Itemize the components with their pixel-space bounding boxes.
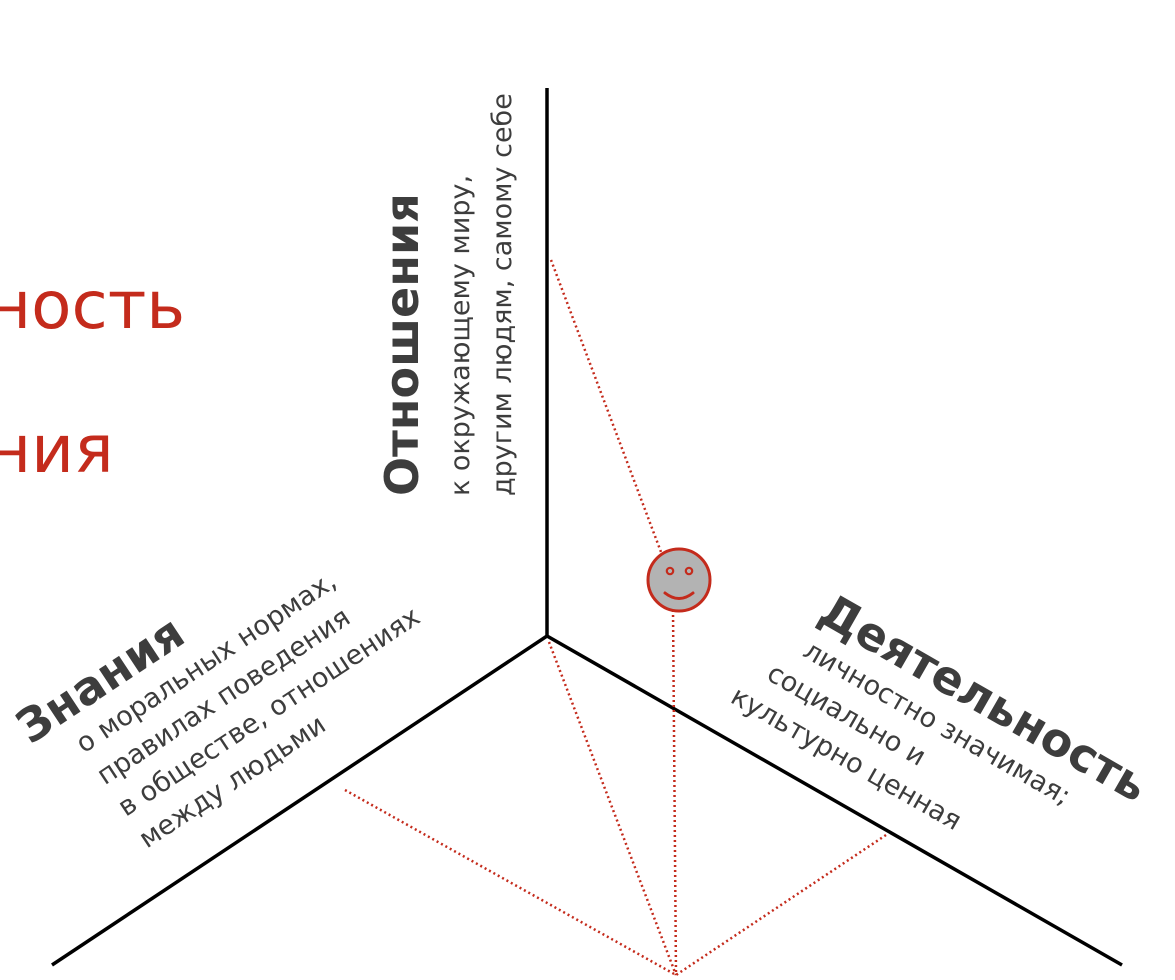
smiley-face-icon (646, 547, 712, 613)
projection-center (547, 641, 678, 976)
relations-desc-line-1: к окружающему миру, (445, 175, 476, 496)
heading-fragment-line1: ность (0, 267, 185, 344)
activity-label-group: Деятельность личностно значимая; социаль… (725, 583, 1157, 837)
relations-title: Отношения (375, 193, 429, 496)
heading-fragment-line2: ния (0, 411, 114, 488)
axis-activity (546, 634, 1123, 967)
relations-desc-line-2: другим людям, самому себе (487, 93, 518, 496)
knowledge-label-group: Знания о моральных нормах, правилах пове… (6, 565, 425, 854)
projection-relations (549, 259, 666, 561)
projection-knowledge (344, 788, 677, 977)
projection-activity (675, 833, 887, 977)
relations-label-group: Отношения к окружающему миру, другим люд… (375, 93, 518, 496)
axis-knowledge (51, 634, 548, 967)
projection-vertical (671, 609, 678, 976)
